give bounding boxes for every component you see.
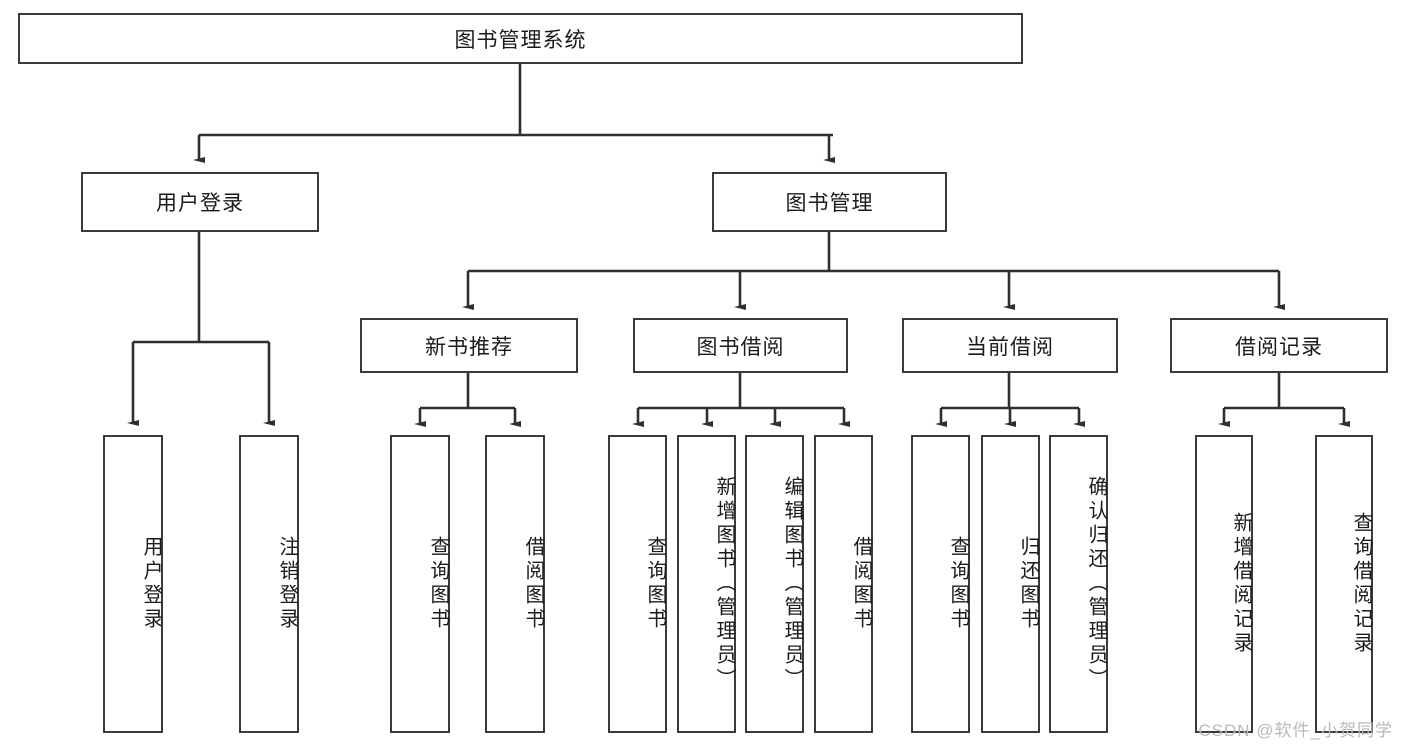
node-new-book-recommend[interactable]: 新书推荐 <box>360 318 578 373</box>
node-leaf-confirm-return[interactable]: 确认归还（管理员） <box>1049 435 1108 733</box>
node-leaf-edit-book-label: 编辑图书（管理员） <box>781 476 803 692</box>
node-book-borrow-label: 图书借阅 <box>696 335 785 359</box>
node-leaf-logout[interactable]: 注销登录 <box>239 435 299 733</box>
node-borrow-record-label: 借阅记录 <box>1235 335 1323 359</box>
node-leaf-add-book[interactable]: 新增图书（管理员） <box>677 435 736 733</box>
node-root-label: 图书管理系统 <box>454 28 587 52</box>
node-leaf-query-record[interactable]: 查询借阅记录 <box>1315 435 1373 733</box>
watermark: CSDN @软件_小贺同学 <box>1198 721 1393 740</box>
node-leaf-borrow-book-1-label: 借阅图书 <box>522 536 544 632</box>
node-leaf-edit-book[interactable]: 编辑图书（管理员） <box>745 435 804 733</box>
node-user-login[interactable]: 用户登录 <box>81 172 319 232</box>
node-leaf-borrow-book-2-label: 借阅图书 <box>850 536 872 632</box>
node-root[interactable]: 图书管理系统 <box>18 13 1023 64</box>
node-current-borrow-label: 当前借阅 <box>966 335 1054 359</box>
node-leaf-query-book-2-label: 查询图书 <box>644 536 666 632</box>
node-book-manage-label: 图书管理 <box>785 192 874 215</box>
node-book-manage[interactable]: 图书管理 <box>712 172 947 232</box>
node-user-login-label: 用户登录 <box>156 192 244 215</box>
node-leaf-user-login-label: 用户登录 <box>140 536 162 632</box>
node-leaf-query-book-3[interactable]: 查询图书 <box>911 435 970 733</box>
node-leaf-logout-label: 注销登录 <box>276 536 298 632</box>
node-current-borrow[interactable]: 当前借阅 <box>902 318 1118 373</box>
node-leaf-add-record-label: 新增借阅记录 <box>1230 512 1252 656</box>
node-leaf-confirm-return-label: 确认归还（管理员） <box>1085 476 1107 692</box>
node-leaf-query-book-2[interactable]: 查询图书 <box>608 435 667 733</box>
node-leaf-query-book-3-label: 查询图书 <box>947 536 969 632</box>
node-book-borrow[interactable]: 图书借阅 <box>633 318 848 373</box>
node-leaf-query-book-1-label: 查询图书 <box>427 536 449 632</box>
node-leaf-query-record-label: 查询借阅记录 <box>1350 512 1372 656</box>
node-leaf-return-book[interactable]: 归还图书 <box>981 435 1040 733</box>
node-leaf-user-login[interactable]: 用户登录 <box>103 435 163 733</box>
node-leaf-borrow-book-1[interactable]: 借阅图书 <box>485 435 545 733</box>
node-borrow-record[interactable]: 借阅记录 <box>1170 318 1388 373</box>
node-new-book-recommend-label: 新书推荐 <box>425 335 513 359</box>
node-leaf-add-book-label: 新增图书（管理员） <box>713 476 735 692</box>
node-leaf-add-record[interactable]: 新增借阅记录 <box>1195 435 1253 733</box>
node-leaf-query-book-1[interactable]: 查询图书 <box>390 435 450 733</box>
node-leaf-borrow-book-2[interactable]: 借阅图书 <box>814 435 873 733</box>
node-leaf-return-book-label: 归还图书 <box>1017 536 1039 632</box>
